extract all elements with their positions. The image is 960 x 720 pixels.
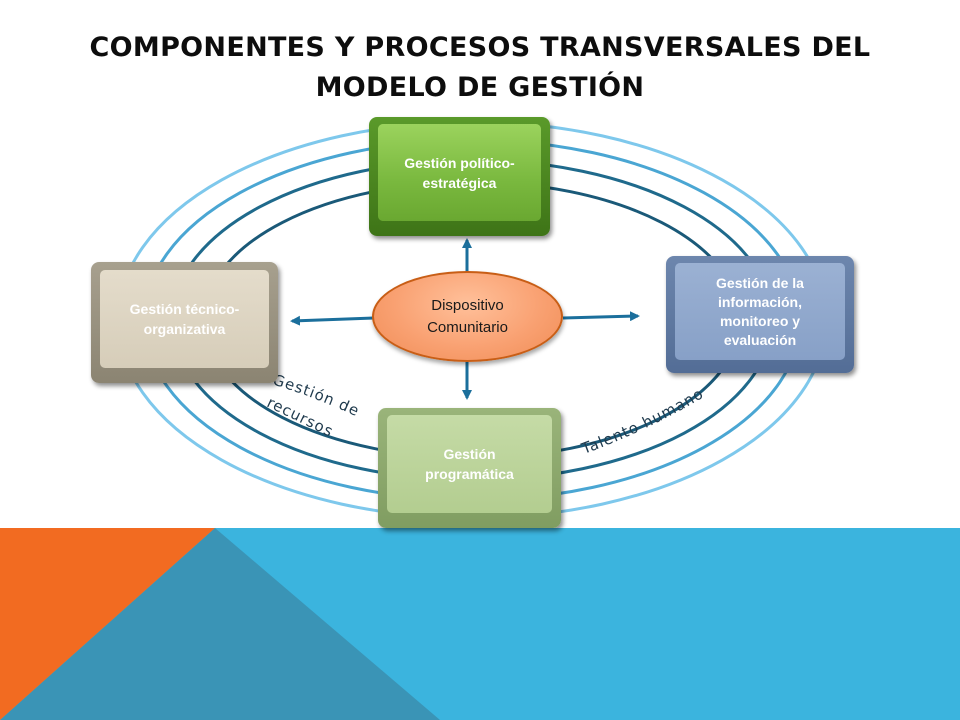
band-orange — [0, 528, 215, 720]
box-informacion-label: Gestión de la información, monitoreo y e… — [716, 274, 804, 348]
box-tecnico-label: Gestión técnico-organizativa — [129, 301, 240, 337]
center-dispositivo-comunitario: Dispositivo Comunitario — [372, 271, 563, 362]
arrow-group — [290, 238, 640, 400]
box-politico-label: Gestión político-estratégica — [404, 154, 515, 191]
arrow-left — [290, 315, 375, 326]
band-teal — [0, 528, 440, 720]
arrow-right — [562, 311, 640, 322]
box-programatica-label: Gestión programática — [425, 446, 514, 482]
box-informacion-face: Gestión de la información, monitoreo y e… — [675, 263, 845, 360]
ring-label-talento: Talento humano — [578, 384, 707, 458]
slide-title: COMPONENTES Y PROCESOS TRANSVERSALES DEL… — [89, 32, 871, 103]
box-gestion-informacion: Gestión de la información, monitoreo y e… — [666, 256, 854, 373]
box-programatica-face: Gestión programática — [387, 415, 552, 513]
box-gestion-programatica: Gestión programática — [378, 408, 561, 528]
center-label: Dispositivo Comunitario — [427, 296, 508, 336]
box-politico-face: Gestión político-estratégica — [378, 124, 541, 221]
box-tecnico-face: Gestión técnico-organizativa — [100, 270, 269, 368]
box-gestion-tecnico-organizativa: Gestión técnico-organizativa — [91, 262, 278, 383]
box-gestion-politico-estrategica: Gestión político-estratégica — [369, 117, 550, 236]
